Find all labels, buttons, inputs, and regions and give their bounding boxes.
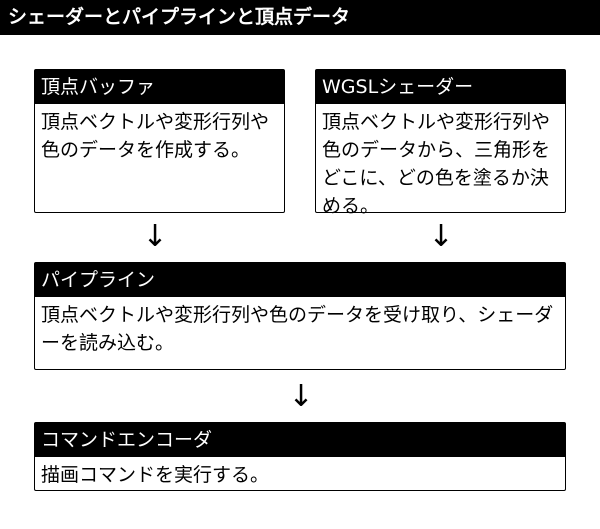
box-header: WGSLシェーダー: [316, 70, 565, 104]
box-body: 頂点ベクトルや変形行列や色のデータから、三角形をどこに、どの色を塗るか決める。: [322, 111, 551, 217]
box-body: 頂点ベクトルや変形行列や色のデータを作成する。: [41, 111, 270, 161]
box-header: パイプライン: [35, 263, 565, 297]
box-body: 頂点ベクトルや変形行列や色のデータを受け取り、シェーダーを読み込む。: [41, 304, 554, 354]
wgsl-shader-box: WGSLシェーダー 頂点ベクトルや変形行列や色のデータから、三角形をどこに、どの…: [315, 69, 566, 217]
box-body: 描画コマンドを実行する。: [41, 464, 270, 486]
box-header: コマンドエンコーダ: [35, 423, 565, 457]
arrow-down-icon: ↓: [288, 379, 314, 414]
arrow-down-icon: ↓: [428, 219, 454, 254]
diagram-title: シェーダーとパイプラインと頂点データ: [0, 0, 600, 35]
arrow-down-icon: ↓: [142, 219, 168, 254]
command-encoder-box: コマンドエンコーダ 描画コマンドを実行する。: [34, 422, 566, 491]
vertex-buffer-box: 頂点バッファ 頂点ベクトルや変形行列や色のデータを作成する。: [34, 69, 285, 213]
box-header: 頂点バッファ: [35, 70, 284, 104]
pipeline-box: パイプライン 頂点ベクトルや変形行列や色のデータを受け取り、シェーダーを読み込む…: [34, 262, 566, 370]
